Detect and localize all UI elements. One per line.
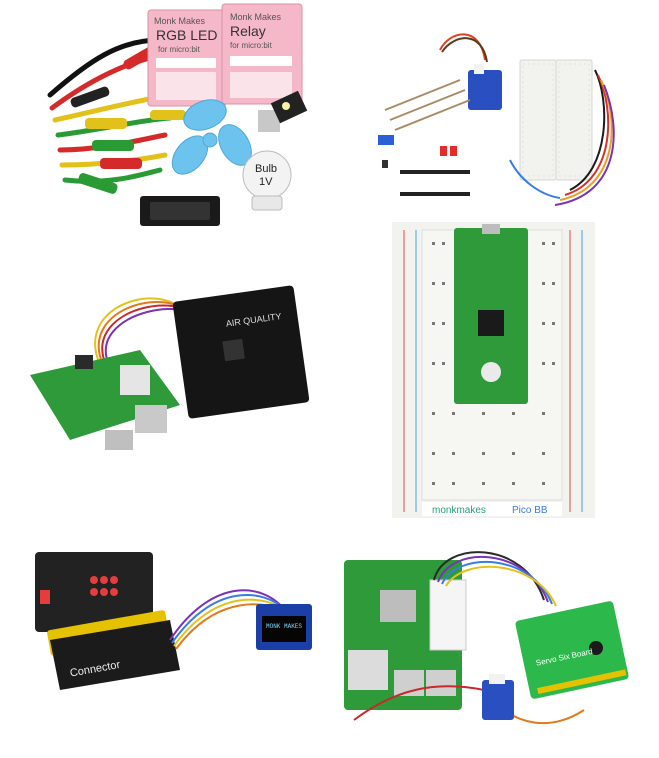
svg-text:Monk Makes: Monk Makes bbox=[230, 12, 282, 22]
jumper-wires bbox=[509, 69, 615, 206]
kit-illustration: Monk Makes RGB LED for micro:bit Monk Ma… bbox=[30, 0, 314, 236]
raspberry-pi bbox=[30, 350, 180, 450]
motor-board bbox=[258, 90, 308, 132]
brand-strip bbox=[422, 502, 562, 516]
bulb-holder: Bulb 1V bbox=[242, 150, 292, 211]
air-quality-board: AIR QUALITY bbox=[172, 285, 310, 419]
rgb-led-packet: Monk Makes RGB LED for micro:bit bbox=[147, 9, 227, 107]
svg-text:Bulb: Bulb bbox=[255, 163, 277, 175]
fan-propeller bbox=[171, 99, 252, 175]
microbit-board bbox=[35, 552, 153, 632]
svg-text:MONK MAKES: MONK MAKES bbox=[266, 623, 302, 630]
ldr bbox=[378, 135, 394, 145]
svg-text:1V: 1V bbox=[259, 176, 273, 188]
photo-raspberry-pi-air-quality: AIR QUALITY bbox=[30, 255, 312, 485]
pico-bb-illustration: monkmakes Pico BB bbox=[392, 222, 595, 518]
photo-servo-parts-kit bbox=[370, 20, 632, 210]
svg-text:Pico BB: Pico BB bbox=[512, 505, 548, 516]
oled-display: MONK MAKES bbox=[256, 604, 312, 650]
pi-aq-illustration: AIR QUALITY bbox=[30, 255, 312, 485]
svg-text:for micro:bit: for micro:bit bbox=[230, 41, 273, 50]
raspberry-pi-pico bbox=[454, 224, 528, 404]
breakout-paper bbox=[429, 579, 467, 651]
servo-motor bbox=[482, 674, 514, 720]
resistors bbox=[384, 79, 471, 131]
pi-servo-illustration: Servo Six Board bbox=[334, 530, 632, 750]
svg-text:for micro:bit: for micro:bit bbox=[158, 45, 201, 54]
header-pins bbox=[400, 170, 470, 196]
parts-illustration bbox=[370, 20, 632, 210]
servo-motor bbox=[439, 33, 502, 110]
servo-wires bbox=[353, 551, 585, 725]
breadboard-holes bbox=[432, 242, 555, 485]
photo-microbit-oled: Connector MONK MAKES bbox=[30, 540, 320, 716]
mini-breadboards bbox=[519, 59, 593, 181]
leds bbox=[382, 146, 457, 168]
photo-raspberry-pi-servo: Servo Six Board bbox=[334, 530, 632, 750]
servo-six-board: Servo Six Board bbox=[515, 601, 629, 699]
photo-pico-breadboard: monkmakes Pico BB bbox=[392, 222, 595, 518]
svg-text:RGB LED: RGB LED bbox=[156, 27, 217, 43]
svg-text:Relay: Relay bbox=[230, 23, 266, 39]
relay-packet: Monk Makes Relay for micro:bit bbox=[221, 3, 303, 105]
connector-board: Connector bbox=[50, 620, 180, 690]
svg-text:monkmakes: monkmakes bbox=[432, 505, 486, 516]
svg-text:Monk Makes: Monk Makes bbox=[154, 16, 206, 26]
photo-microbit-electronics-kit: Monk Makes RGB LED for micro:bit Monk Ma… bbox=[30, 0, 314, 236]
microbit-oled-illustration: Connector MONK MAKES bbox=[30, 540, 320, 716]
